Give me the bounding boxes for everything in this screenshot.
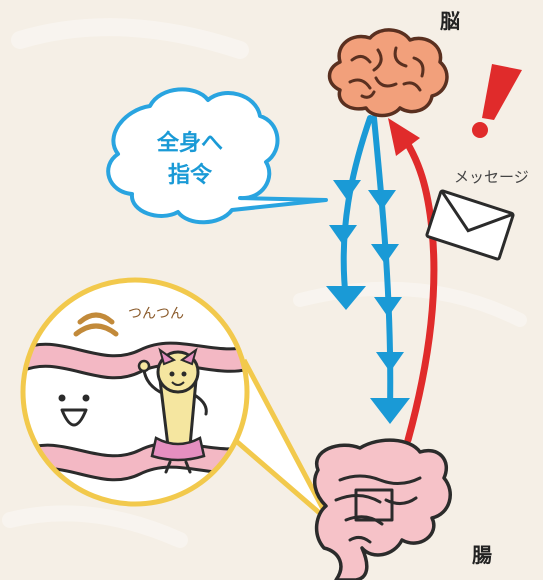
smiling-cell [58, 394, 90, 427]
zoom-circle [20, 277, 250, 507]
blue-arrow-left-head-1 [333, 180, 361, 200]
blue-arrow-right-head-2 [371, 244, 399, 264]
blue-arrows [326, 115, 410, 424]
brain-icon [327, 28, 449, 118]
brain-label: 脳 [439, 9, 460, 33]
intestine-icon [312, 438, 452, 580]
blue-arrow-right-head-1 [368, 190, 396, 210]
motion-marks [73, 312, 119, 337]
red-arrow [388, 118, 438, 444]
blue-arrow-left-shaft [340, 115, 373, 303]
tsuntsun-label: つんつん [128, 306, 184, 322]
blue-arrow-right-head-4 [376, 352, 404, 372]
bacteria-character [137, 347, 208, 474]
background-texture [2, 18, 527, 548]
message-label: メッセージ [454, 168, 529, 186]
bubble-text-line1: 全身へ [156, 130, 223, 156]
envelope-icon [425, 189, 515, 261]
blue-arrow-right-head-5 [370, 398, 410, 424]
blue-arrow-left-head-2 [329, 225, 357, 245]
blue-arrow-right-head-3 [374, 297, 402, 317]
gut-label: 腸 [472, 543, 492, 567]
speech-bubble [106, 87, 328, 225]
bubble-text-line2: 指令 [168, 162, 213, 188]
blue-arrow-left-head-3 [326, 286, 366, 310]
exclamation-icon [472, 64, 522, 138]
gut-wall-top [23, 339, 247, 380]
